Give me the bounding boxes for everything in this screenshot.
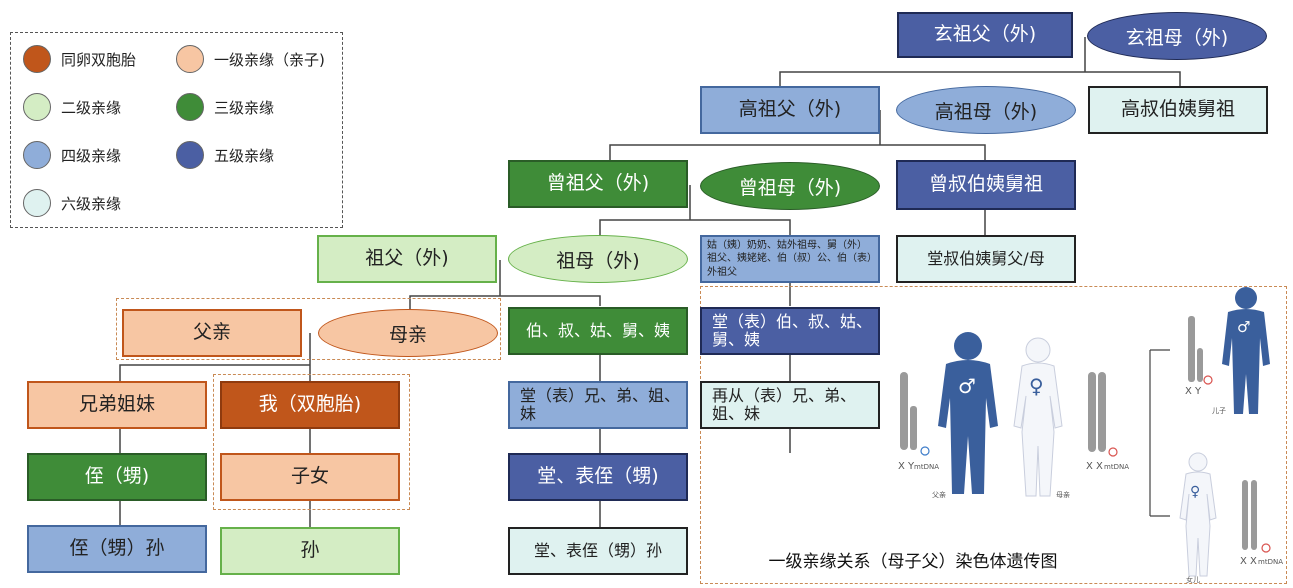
- legend-label: 同卵双胞胎: [61, 50, 137, 69]
- node-sun: 孙: [220, 527, 400, 575]
- legend-item-second: 二级亲缘: [23, 93, 121, 121]
- son-mtdna-dot: [1203, 375, 1213, 385]
- legend-label: 一级亲缘（亲子): [214, 50, 325, 69]
- mother-mtdna-label: mtDNA: [1104, 463, 1129, 471]
- first-degree-swatch: [176, 45, 204, 73]
- node-zhi: 侄（甥): [27, 453, 207, 501]
- node-gaozumu: 高祖母（外): [896, 86, 1076, 134]
- figure-caption: 一级亲缘关系（母子父）染色体遗传图: [768, 552, 1058, 572]
- mother-label: 母亲: [1056, 491, 1070, 499]
- father-chromosomes: [900, 372, 917, 450]
- daughter-xx-label: X X: [1240, 556, 1257, 567]
- node-tangzhisun: 堂、表侄（甥）孙: [508, 527, 688, 575]
- legend-label: 五级亲缘: [214, 146, 275, 165]
- node-zengzufu: 曾祖父（外): [508, 160, 688, 208]
- son-figure: [1222, 287, 1270, 414]
- male-symbol-icon: ♂: [958, 374, 976, 398]
- fifth-degree-swatch: [176, 141, 204, 169]
- legend-label: 四级亲缘: [61, 146, 122, 165]
- mother-figure: [1013, 337, 1063, 497]
- mother-xx-label: X X: [1086, 461, 1103, 472]
- node-tangxiong: 堂（表）兄、弟、姐、妹: [508, 381, 688, 429]
- node-fuqin: 父亲: [122, 309, 302, 357]
- legend-item-fourth: 四级亲缘: [23, 141, 121, 169]
- legend-item-third: 三级亲缘: [176, 93, 274, 121]
- first-degree-group-outline: [213, 374, 410, 510]
- second-degree-swatch: [23, 93, 51, 121]
- son-chromosomes: [1188, 316, 1203, 382]
- father-mtdna-dot: [920, 446, 930, 456]
- node-muqin: 母亲: [318, 309, 498, 357]
- node-boshu: 伯、叔、姑、舅、姨: [508, 307, 688, 355]
- daughter-female-symbol-icon: ♀: [1190, 484, 1201, 500]
- legend-label: 六级亲缘: [61, 194, 122, 213]
- node-tangbo: 堂（表）伯、叔、姑、舅、姨: [700, 307, 880, 355]
- node-gaozufu: 高祖父（外): [700, 86, 880, 134]
- son-xy-label: X Y: [1185, 386, 1202, 397]
- node-zaicong: 再从（表）兄、弟、姐、妹: [700, 381, 880, 429]
- father-figure: [938, 332, 998, 494]
- fourth-degree-swatch: [23, 141, 51, 169]
- legend-label: 二级亲缘: [61, 98, 122, 117]
- node-xuanzufu: 玄祖父（外): [897, 12, 1073, 58]
- node-tangshu: 堂叔伯姨舅父/母: [896, 235, 1076, 283]
- parents-group-outline: [116, 298, 501, 360]
- daughter-mtdna-label: mtDNA: [1258, 558, 1283, 566]
- node-gaoshu: 高叔伯姨舅祖: [1088, 86, 1268, 134]
- node-zengshu: 曾叔伯姨舅祖: [896, 160, 1076, 210]
- node-zinv: 子女: [220, 453, 400, 501]
- father-label: 父亲: [932, 491, 946, 499]
- female-symbol-icon: ♀: [1029, 374, 1044, 398]
- node-tangzhi: 堂、表侄（甥): [508, 453, 688, 501]
- sixth-degree-swatch: [23, 189, 51, 217]
- node-xiongdi: 兄弟姐妹: [27, 381, 207, 429]
- daughter-mtdna-dot: [1261, 543, 1271, 553]
- node-zumu: 祖母（外): [508, 235, 688, 283]
- legend-item-fifth: 五级亲缘: [176, 141, 274, 169]
- node-xuanzumu: 玄祖母（外): [1087, 12, 1267, 60]
- twin-swatch: [23, 45, 51, 73]
- mother-mtdna-dot: [1108, 447, 1118, 457]
- son-label: 儿子: [1212, 407, 1226, 415]
- mother-chromosomes: [1088, 372, 1106, 452]
- node-wo: 我（双胞胎): [220, 381, 400, 429]
- node-zufu: 祖父（外): [317, 235, 497, 283]
- legend-label: 三级亲缘: [214, 98, 275, 117]
- father-xy-label: X Y: [898, 461, 915, 472]
- node-zengzumu: 曾祖母（外): [700, 162, 880, 210]
- legend-item-twin: 同卵双胞胎: [23, 45, 136, 73]
- inheritance-bracket: [1149, 349, 1170, 517]
- node-guzu: 姑（姨）奶奶、姑外祖母、舅（外）祖父、姨姥姥、伯（叔）公、伯（表）外祖父: [700, 235, 880, 283]
- chromosome-figure: [900, 287, 1271, 577]
- legend-item-first: 一级亲缘（亲子): [176, 45, 325, 73]
- father-mtdna-label: mtDNA: [914, 463, 939, 471]
- legend: 同卵双胞胎 一级亲缘（亲子) 二级亲缘 三级亲缘 四级亲缘 五级亲缘 六级亲缘: [10, 32, 343, 228]
- daughter-label: 女儿: [1186, 576, 1200, 584]
- chromosome-figure-outline: [700, 286, 1287, 584]
- legend-item-sixth: 六级亲缘: [23, 189, 121, 217]
- daughter-figure: [1179, 452, 1217, 577]
- third-degree-swatch: [176, 93, 204, 121]
- son-male-symbol-icon: ♂: [1237, 318, 1251, 336]
- daughter-chromosomes: [1242, 480, 1257, 550]
- node-zhisun: 侄（甥）孙: [27, 525, 207, 573]
